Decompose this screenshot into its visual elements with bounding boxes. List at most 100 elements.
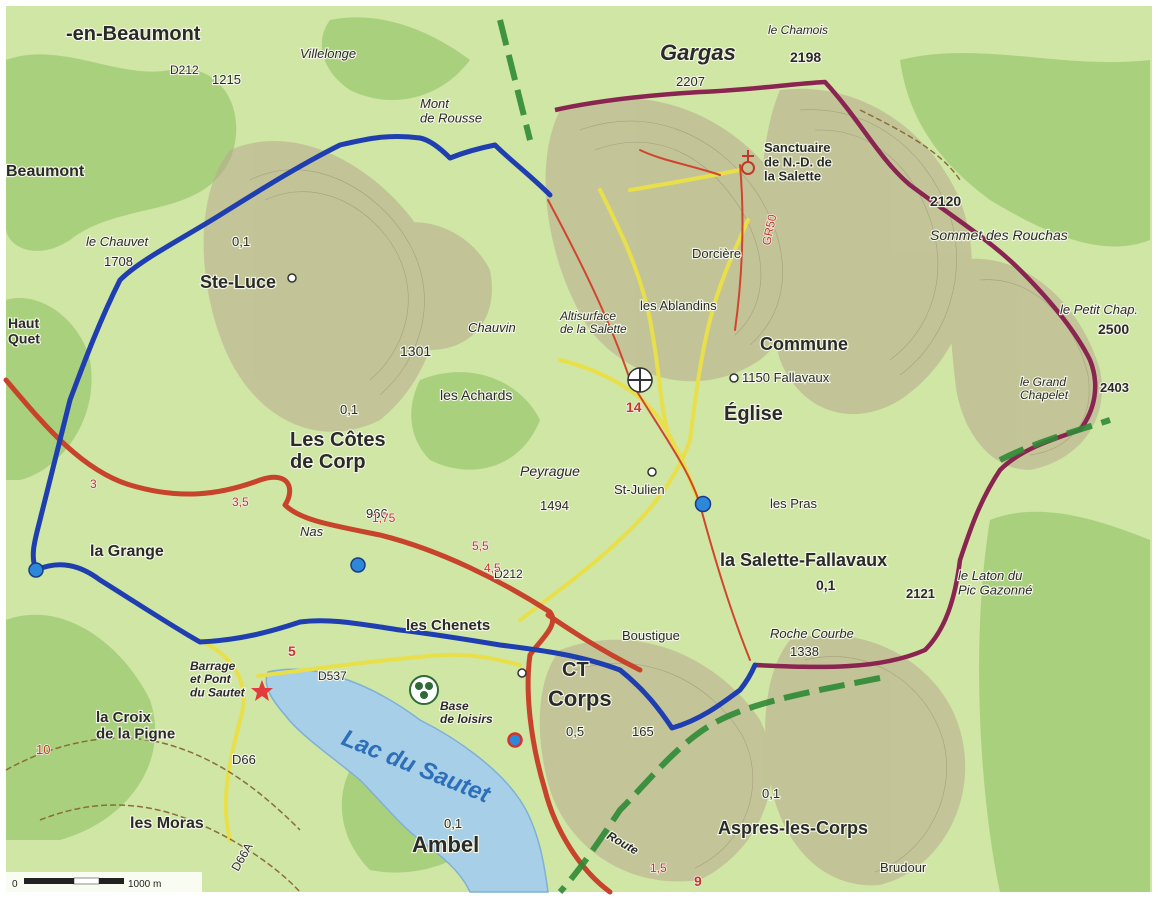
main-roads — [3, 377, 643, 895]
label-corps-value: 0,5 — [566, 724, 584, 739]
km-marker-4-5: 4,5 — [484, 561, 501, 575]
church-st-julien-icon — [647, 467, 657, 477]
label-villelonge: Villelonge — [300, 46, 356, 61]
label-la-grange: la Grange — [90, 543, 164, 560]
label-le-chamois: le Chamois — [768, 23, 828, 37]
scale-zero: 0 — [12, 879, 18, 890]
scale-label: 1000 m — [128, 879, 161, 890]
label-fallavaux: 1150 Fallavaux — [742, 370, 830, 385]
label-ste-luce: Ste-Luce — [200, 272, 276, 292]
label-peyrague: Peyrague — [520, 463, 580, 479]
barrage-star-icon — [251, 680, 273, 701]
map-symbols — [251, 150, 755, 705]
label-alt-1215: 1215 — [212, 72, 241, 87]
km-marker-1-5: 1,5 — [650, 861, 667, 875]
label-dorciere: Dorcière — [692, 246, 741, 261]
label-d66: D66 — [232, 752, 256, 767]
waypoint-markers — [28, 495, 712, 748]
km-marker-3: 3 — [90, 477, 97, 491]
label-d537: D537 — [318, 669, 347, 683]
label-alt-1338: 1338 — [790, 644, 819, 659]
label-alt-1708: 1708 — [104, 254, 133, 269]
label-le-petit-chapeau: le Petit Chap. — [1060, 302, 1138, 317]
label-commune: Commune — [760, 334, 848, 354]
km-marker-14: 14 — [626, 399, 642, 415]
church-corps-icon — [517, 668, 527, 678]
purple-route — [554, 79, 1098, 670]
label-ambel: Ambel — [412, 832, 479, 857]
label-mont-de-rousse: Mont de Rousse — [420, 96, 482, 125]
church-fallavaux-icon — [729, 373, 739, 383]
label-corps: Corps — [548, 686, 612, 711]
waypoint-marker-base-loisirs — [507, 732, 523, 748]
km-marker-5-5: 5,5 — [472, 539, 489, 553]
km-marker-3-5: 3,5 — [232, 495, 249, 509]
label-alt-966: 966 — [366, 506, 388, 521]
label-les-pras: les Pras — [770, 496, 817, 511]
airfield-icon — [627, 367, 653, 393]
label-le-chauvet: le Chauvet — [86, 234, 150, 249]
label-gargas: Gargas — [660, 40, 736, 65]
km-marker-9: 9 — [694, 873, 702, 889]
relief-shading — [203, 88, 1102, 886]
km-marker-1-75: 1,75 — [372, 511, 396, 525]
chapel-ste-luce-icon — [287, 273, 297, 283]
label-sommet-rouchas: Sommet des Rouchas — [930, 227, 1068, 243]
km-marker-10: 10 — [36, 742, 50, 757]
label-les-chenets: les Chenets — [406, 617, 490, 634]
label-aspres-value: 0,1 — [762, 786, 780, 801]
label-d212-south: D212 — [494, 567, 523, 581]
label-d212-north: D212 — [170, 63, 199, 77]
label-alt-2500: 2500 — [1098, 321, 1129, 337]
label-gr50: GR50 — [759, 213, 779, 247]
label-alt-2120: 2120 — [930, 193, 961, 209]
label-alt-2207: 2207 — [676, 74, 705, 89]
waypoint-marker-salette — [694, 495, 712, 513]
thin-red-roads — [547, 149, 751, 661]
label-en-beaumont: -en-Beaumont — [66, 23, 201, 45]
trails — [5, 109, 961, 893]
km-marker-5: 5 — [288, 643, 296, 659]
label-alt-1494: 1494 — [540, 498, 569, 513]
label-alt-1301: 1301 — [400, 343, 431, 359]
label-st-julien: St-Julien — [614, 482, 665, 497]
place-labels: -en-Beaumont Villelonge D212 1215 Mont d… — [5, 22, 1139, 890]
label-la-salette-fallavaux: la Salette-Fallavaux — [720, 550, 887, 570]
label-cotes-value: 0,1 — [340, 402, 358, 417]
label-beaumont: Beaumont — [6, 163, 85, 180]
label-alt-2121: 2121 — [906, 586, 935, 601]
leisure-base-icon — [409, 675, 439, 705]
label-salette-value: 0,1 — [816, 577, 836, 593]
sanctuary-icon — [741, 150, 755, 175]
green-boundary — [497, 19, 1111, 895]
waypoint-marker-la-grange — [28, 562, 44, 578]
label-ste-luce-value: 0,1 — [232, 234, 250, 249]
label-nas: Nas — [300, 524, 324, 539]
label-ct: CT — [562, 659, 589, 681]
label-les-moras: les Moras — [130, 815, 204, 832]
secondary-roads — [198, 168, 750, 842]
label-alt-2198: 2198 — [790, 49, 821, 65]
waypoint-marker-nas — [350, 557, 366, 573]
lac-du-sautet — [265, 668, 549, 893]
label-les-achards: les Achards — [440, 387, 512, 403]
scale-bar: 0 1000 m — [6, 872, 202, 892]
label-ambel-value: 0,1 — [444, 816, 462, 831]
label-brudour: Brudour — [880, 860, 927, 875]
label-alt-2403: 2403 — [1100, 380, 1129, 395]
label-boustigue: Boustigue — [622, 628, 680, 643]
label-roche-courbe: Roche Courbe — [770, 626, 854, 641]
label-alt-165: 165 — [632, 724, 654, 739]
label-chauvin: Chauvin — [468, 320, 516, 335]
label-eglise: Église — [724, 402, 783, 425]
label-aspres-les-corps: Aspres-les-Corps — [718, 818, 868, 838]
